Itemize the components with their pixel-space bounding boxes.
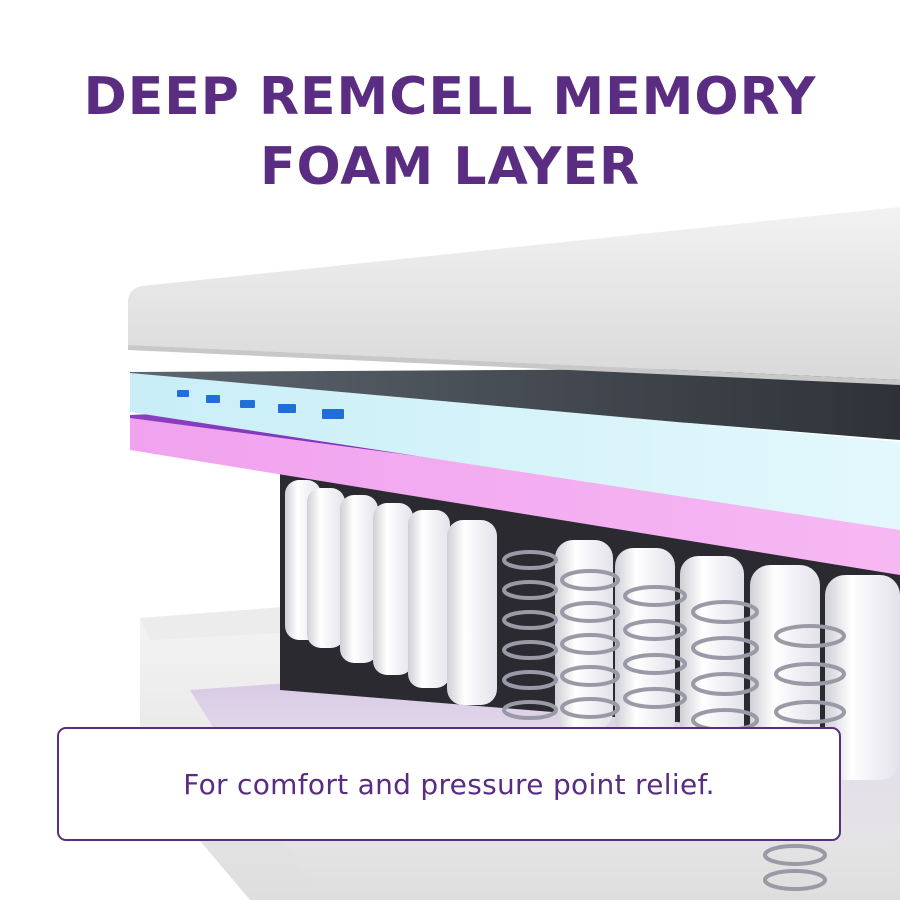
page-title: DEEP REMCELL MEMORY FOAM LAYER bbox=[0, 62, 900, 202]
top-comfort-layer bbox=[128, 207, 900, 385]
page-title-line-1: DEEP REMCELL MEMORY bbox=[83, 67, 817, 127]
caption-text: For comfort and pressure point relief. bbox=[183, 767, 715, 801]
caption-box: For comfort and pressure point relief. bbox=[57, 727, 841, 841]
cooling-gel-layer bbox=[130, 368, 900, 530]
page-title-line-2: FOAM LAYER bbox=[259, 137, 641, 197]
cooling-indicator-lights bbox=[177, 390, 344, 419]
